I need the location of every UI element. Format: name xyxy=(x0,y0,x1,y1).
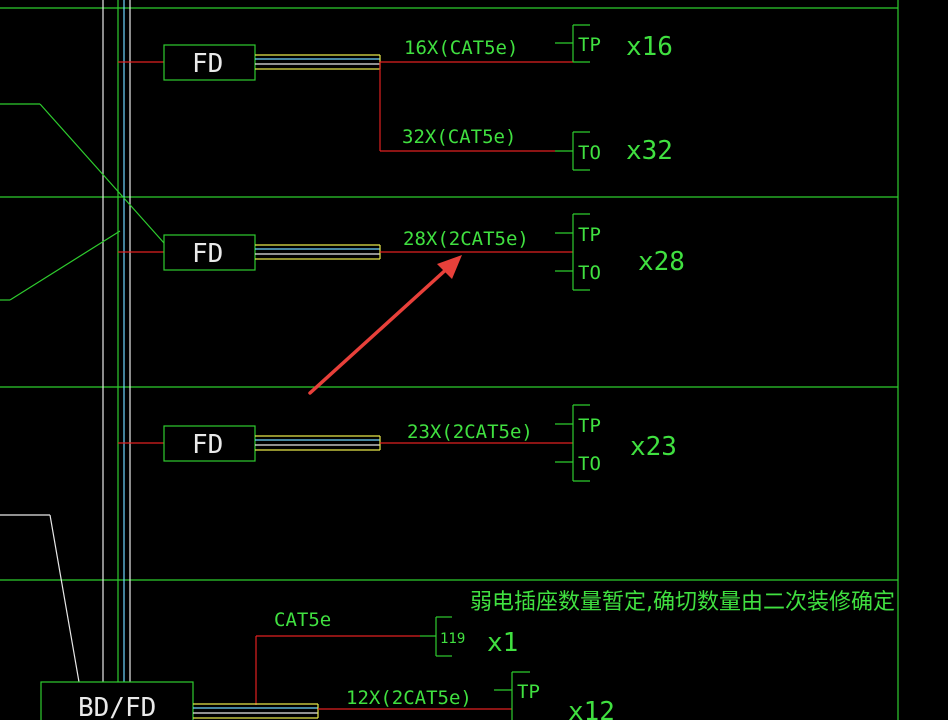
cable-label-cat5e: CAT5e xyxy=(274,609,331,631)
bd-fd-box[interactable] xyxy=(40,681,194,720)
count-x32: x32 xyxy=(626,136,673,166)
svg-text:TO: TO xyxy=(578,453,601,475)
outlet-to-floor1: TO xyxy=(555,131,601,171)
outlet-tp-bottom: TP xyxy=(494,671,540,720)
cable-bundle-floor2 xyxy=(255,244,381,260)
cable-label-12x: 12X(2CAT5e) xyxy=(346,687,472,709)
floor-1: FD 16X(CAT5e) 32X(CAT5e) TP x16 TO x xyxy=(118,24,673,171)
fd-box-floor2[interactable] xyxy=(163,234,256,271)
fd-label-floor2: FD xyxy=(192,239,223,269)
fd-label-floor1: FD xyxy=(192,49,223,79)
count-x1: x1 xyxy=(487,628,518,658)
cable-bundle-floor3 xyxy=(255,435,381,451)
cable-bundle-bottom xyxy=(193,703,319,719)
fd-box-floor3[interactable] xyxy=(163,425,256,462)
bd-fd-label: BD/FD xyxy=(78,693,156,720)
note-text: 弱电插座数量暂定,确切数量由二次装修确定 xyxy=(470,590,895,615)
fd-box-floor1[interactable] xyxy=(163,44,256,81)
floor-2: FD 28X(2CAT5e) TP TO x28 xyxy=(118,213,685,291)
cable-bundle-floor1 xyxy=(255,54,381,70)
svg-text:119: 119 xyxy=(440,631,465,647)
outlet-tp-to-floor2: TP TO xyxy=(555,213,601,291)
floor-grid-lines xyxy=(0,0,899,720)
svg-text:TO: TO xyxy=(578,262,601,284)
count-x16: x16 xyxy=(626,32,673,62)
count-x23: x23 xyxy=(630,432,677,462)
svg-text:TP: TP xyxy=(578,34,601,56)
cable-label-28x: 28X(2CAT5e) xyxy=(403,228,529,250)
bottom-section: 弱电插座数量暂定,确切数量由二次装修确定 CAT5e 119 x1 BD/FD … xyxy=(40,590,895,720)
cable-label-32x: 32X(CAT5e) xyxy=(402,126,516,148)
svg-text:TP: TP xyxy=(578,415,601,437)
outlet-tp-to-floor3: TP TO xyxy=(555,404,601,482)
cable-label-16x: 16X(CAT5e) xyxy=(404,37,518,59)
svg-text:TP: TP xyxy=(578,224,601,246)
backbone-riser xyxy=(102,0,131,682)
cable-label-23x: 23X(2CAT5e) xyxy=(407,421,533,443)
red-arrow-annotation xyxy=(308,255,462,395)
count-x12: x12 xyxy=(568,697,615,720)
svg-text:TO: TO xyxy=(578,142,601,164)
count-x28: x28 xyxy=(638,247,685,277)
diagonal-connectors xyxy=(0,103,165,683)
outlet-tp-floor1: TP xyxy=(555,24,601,63)
outlet-119: 119 xyxy=(420,616,465,657)
svg-text:TP: TP xyxy=(517,681,540,703)
fd-label-floor3: FD xyxy=(192,430,223,460)
floor-3: FD 23X(2CAT5e) TP TO x23 xyxy=(118,404,677,482)
